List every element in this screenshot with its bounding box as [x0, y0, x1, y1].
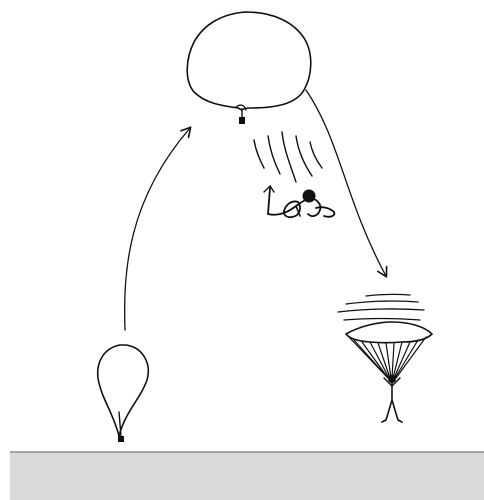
small-balloon-payload-icon	[118, 436, 124, 442]
freefall-speed-lines-icon	[254, 132, 322, 182]
descent-arrow	[306, 90, 386, 276]
small-balloon-icon	[98, 345, 149, 442]
large-balloon-payload-icon	[239, 117, 245, 124]
parachute-motion-lines-icon	[338, 294, 424, 320]
parachutist-icon	[346, 322, 432, 422]
large-balloon-icon	[187, 12, 311, 124]
freefall-jumper-icon	[264, 186, 334, 217]
ascent-arrow	[125, 128, 190, 330]
